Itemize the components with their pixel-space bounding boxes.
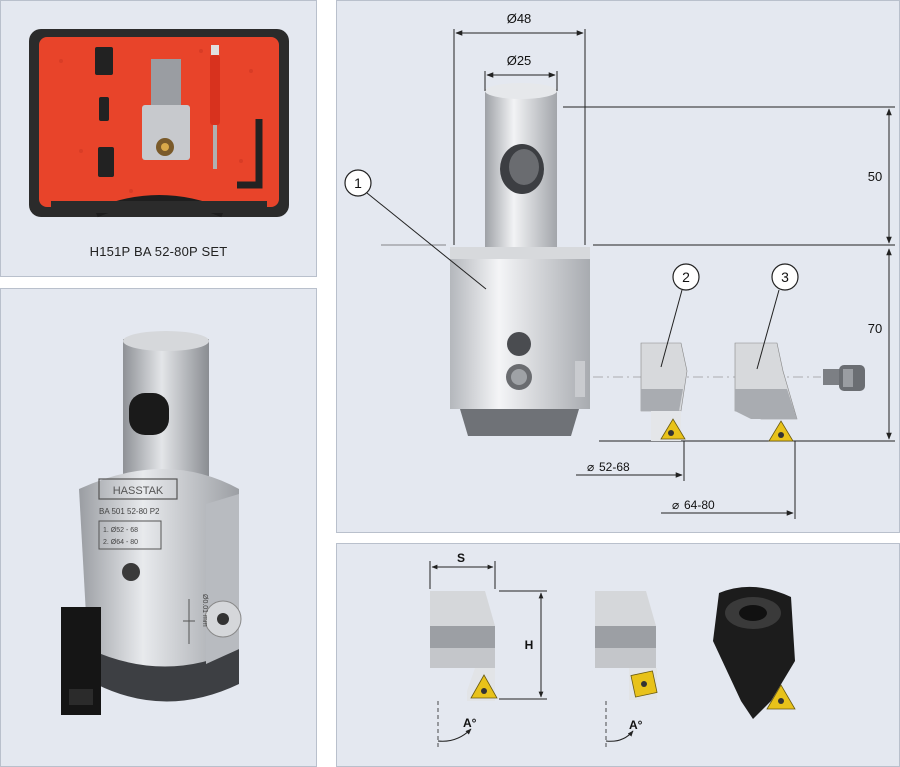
insert-drawing-panel: S H A° A° <box>336 543 900 767</box>
callout-circle-3 <box>771 263 799 291</box>
angle-left: A° <box>463 716 477 730</box>
scale-label: Ø0.01 mm <box>201 594 208 627</box>
kit-photo-panel: H151P BA 52-80P SET <box>0 0 317 277</box>
dim-body-length: 70 <box>868 321 882 336</box>
range-label-2: 2. Ø64 - 80 <box>103 539 138 546</box>
svg-text:⌀: ⌀ <box>587 460 594 474</box>
dim-shank-length: 50 <box>868 169 882 184</box>
model-label: BA 501 52-80 P2 <box>99 507 160 516</box>
dim-outer-diameter: Ø48 <box>507 11 532 26</box>
brand-logo: HASSTAK <box>113 485 164 497</box>
callout-circle-2 <box>672 263 700 291</box>
kit-caption: H151P BA 52-80P SET <box>89 244 228 259</box>
head-photo-panel: HASSTAK BA 501 52-80 P2 1. Ø52 - 68 2. Ø… <box>0 288 317 767</box>
insert-drawing: S H A° A° <box>429 551 796 749</box>
svg-text:⌀: ⌀ <box>672 498 679 512</box>
dim-shank-diameter: Ø25 <box>507 53 532 68</box>
range-insert-2: 52-68 <box>599 460 630 474</box>
callout-3: 3 <box>781 269 789 285</box>
boring-head-drawing: Ø48 Ø25 50 70 1 2 3 <box>344 11 895 519</box>
angle-right: A° <box>629 718 643 732</box>
callout-circle-1 <box>344 169 372 197</box>
range-insert-3: 64-80 <box>684 498 715 512</box>
range-label-1: 1. Ø52 - 68 <box>103 527 138 534</box>
boring-head-illustration: HASSTAK BA 501 52-80 P2 1. Ø52 - 68 2. Ø… <box>61 331 242 715</box>
technical-drawing-panel: Ø48 Ø25 50 70 1 2 3 <box>336 0 900 533</box>
callout-1: 1 <box>354 175 362 191</box>
dim-height: H <box>525 638 534 652</box>
callout-2: 2 <box>682 269 690 285</box>
kit-case-illustration <box>29 29 289 218</box>
dim-width: S <box>457 551 465 565</box>
